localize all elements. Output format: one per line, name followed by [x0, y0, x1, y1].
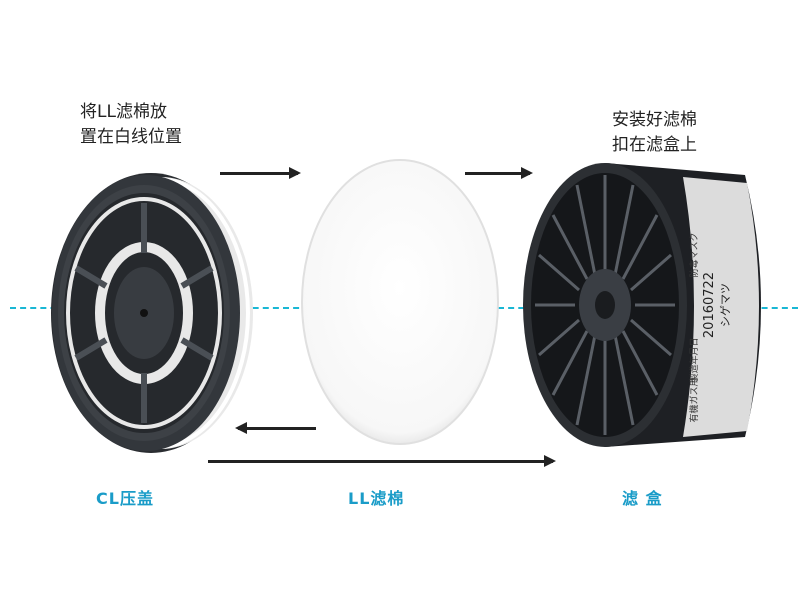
- caption-ll-filter: LL滤棉: [348, 489, 405, 508]
- caption-filter-box: 滤 盒: [622, 489, 663, 508]
- instruction-left-line1: 将LL滤棉放: [80, 102, 167, 122]
- caption-cl-cap: CL压盖: [96, 489, 154, 508]
- instruction-left-line2: 置在白线位置: [80, 127, 182, 147]
- instruction-left: 将LL滤棉放 置在白线位置: [80, 100, 182, 150]
- instruction-right-line2: 扣在滤盒上: [612, 135, 697, 155]
- instruction-right: 安装好滤棉 扣在滤盒上: [612, 108, 697, 158]
- filter-box-image: 20160722 シゲマツ 製造年月日 有機ガス用 防毒マスク: [523, 163, 761, 447]
- cl-cap-image: [51, 173, 253, 453]
- canister-label-line-2: 有機ガス用: [688, 377, 700, 422]
- canister-label-line-3: 防毒マスク: [688, 232, 700, 277]
- canister-date-text: 20160722: [702, 272, 717, 338]
- arrow-bottom-to-box: [208, 455, 556, 467]
- canister-label-line-1: 製造年月日: [688, 337, 700, 382]
- ll-filter-image: [301, 159, 499, 445]
- arrow-filter-to-cap: [235, 422, 316, 434]
- arrow-cap-to-filter: [220, 167, 301, 179]
- arrow-filter-to-box: [465, 167, 533, 179]
- instruction-right-line1: 安装好滤棉: [612, 110, 697, 130]
- canister-brand-text: シゲマツ: [719, 283, 732, 327]
